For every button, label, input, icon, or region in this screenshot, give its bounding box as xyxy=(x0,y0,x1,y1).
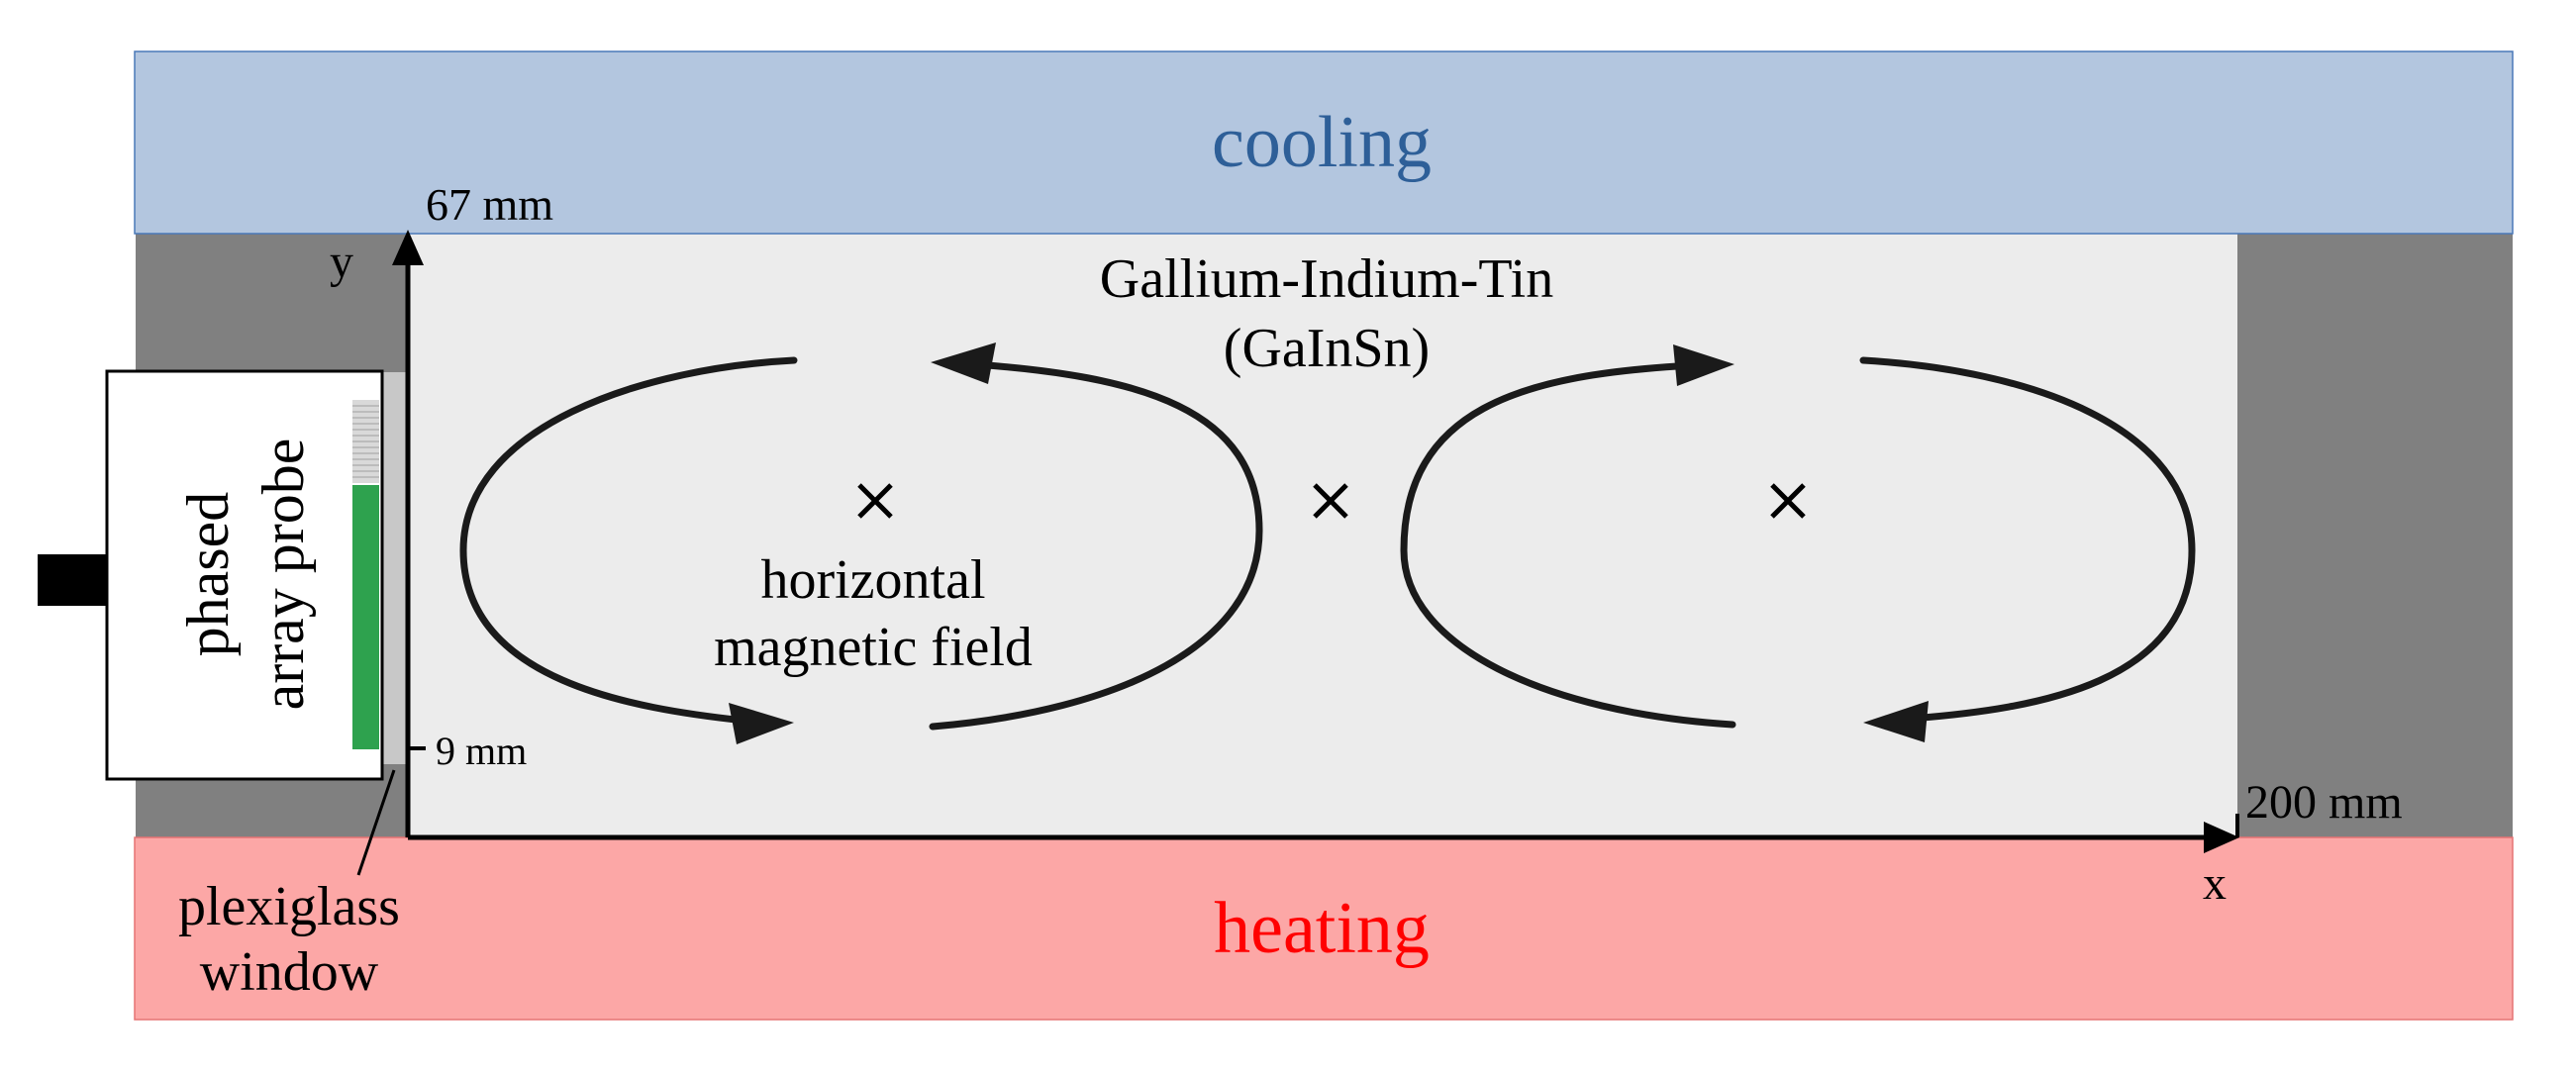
left-roll-right-arc xyxy=(929,360,1263,731)
arrowhead-icon xyxy=(729,703,794,744)
y-axis-arrowhead xyxy=(392,230,424,265)
cross-mark-icon xyxy=(1313,483,1348,519)
y-tick-label-9mm: 9 mm xyxy=(436,729,527,773)
left-convection-roll xyxy=(459,356,1263,731)
right-convection-roll xyxy=(1400,356,2196,729)
plexiglass-label-line1: plexiglass xyxy=(178,876,400,937)
cross-mark-icon xyxy=(1770,483,1806,519)
right-roll-left-arc xyxy=(1400,362,1736,729)
fluid-domain xyxy=(408,234,2237,837)
plexiglass-leader-line xyxy=(356,769,396,876)
cable-connector-icon xyxy=(38,554,109,606)
fluid-label-line2: (GaInSn) xyxy=(1224,318,1430,379)
plexiglass-window xyxy=(381,372,408,764)
phased-array-probe xyxy=(105,369,384,781)
x-axis-label: x xyxy=(2203,857,2227,910)
heating-label: heating xyxy=(1214,888,1430,969)
x-tick-label-200mm: 200 mm xyxy=(2245,776,2403,829)
cross-mark-icon xyxy=(857,483,893,519)
arrowhead-icon xyxy=(1863,701,1929,742)
cooling-plate xyxy=(134,50,2514,235)
probe-label-line1: phased xyxy=(175,492,241,657)
fluid-label-line1: Gallium-Indium-Tin xyxy=(1100,248,1553,310)
field-label-line1: horizontal xyxy=(760,549,985,611)
probe-label-line2: array probe xyxy=(250,439,316,711)
left-roll-left-arc xyxy=(459,356,798,725)
x-axis-arrowhead xyxy=(2204,822,2239,853)
cooling-label: cooling xyxy=(1212,102,1432,183)
arrowhead-icon xyxy=(1673,344,1734,386)
field-label-line2: magnetic field xyxy=(714,617,1033,678)
y-tick-label-67mm: 67 mm xyxy=(426,179,553,230)
right-roll-right-arc xyxy=(1859,356,2196,723)
plexiglass-label-line2: window xyxy=(200,941,379,1003)
heating-plate xyxy=(134,836,2514,1021)
sensor-active-elements xyxy=(352,485,379,749)
sensor-striped-section xyxy=(352,400,379,483)
arrowhead-icon xyxy=(931,342,996,384)
y-axis-label: y xyxy=(330,236,353,288)
container-wall-right xyxy=(2237,234,2513,837)
